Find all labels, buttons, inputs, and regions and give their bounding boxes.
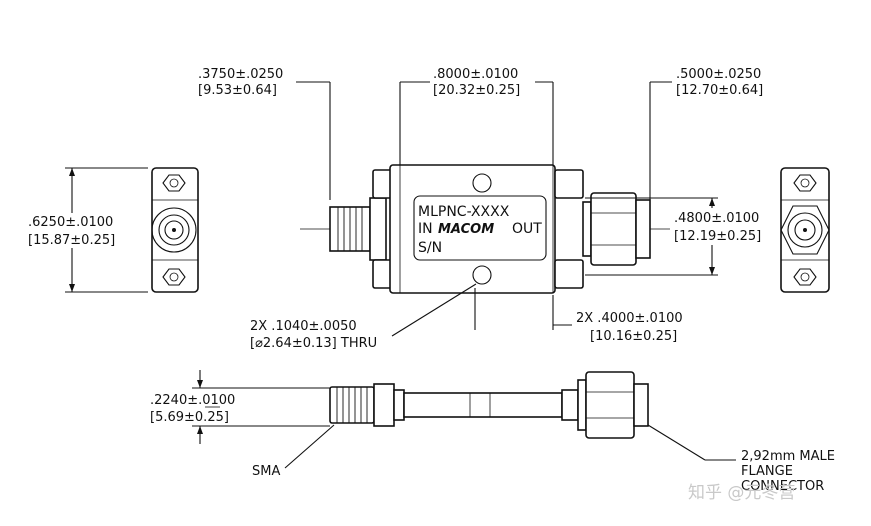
dim-connector-in-length-mm: [9.53±0.64] xyxy=(198,83,277,98)
dim-body-length-mm: [20.32±0.25] xyxy=(433,83,520,98)
dim-hole-spacing-inch: 2X .4000±.0100 xyxy=(576,311,683,326)
dim-hole-spacing-mm: [10.16±0.25] xyxy=(590,329,677,344)
hole-leader xyxy=(391,283,477,337)
hole-spacing-lines xyxy=(474,288,572,330)
dim-right-height-inch: .4800±.0100 xyxy=(674,211,759,226)
callout-sma: SMA xyxy=(252,464,280,479)
male-connector-leader xyxy=(647,424,736,461)
watermark: 知乎 @元冬营 xyxy=(688,483,795,503)
callout-male-line1: 2,92mm MALE xyxy=(741,449,835,464)
dim-connector-out-length-mm: [12.70±0.64] xyxy=(676,83,763,98)
dim-side-height-inch: .2240±.0100 xyxy=(150,393,235,408)
dim-body-length-inch: .8000±.0100 xyxy=(433,67,518,82)
side-height-dimension-lines xyxy=(192,370,330,444)
label-part-number: MLPNC-XXXX xyxy=(418,204,510,220)
top-dimension-lines xyxy=(296,81,672,200)
dim-left-height-inch: .6250±.0100 xyxy=(28,215,113,230)
dim-right-height-mm: [12.19±0.25] xyxy=(674,229,761,244)
side-view xyxy=(205,371,649,439)
left-end-view xyxy=(151,167,199,293)
note-hole-inch: 2X .1040±.0050 xyxy=(250,319,357,334)
callout-male-line3: CONNECTOR xyxy=(741,479,824,494)
right-height-dimension-lines xyxy=(585,197,718,276)
logo-macom: MACOM xyxy=(438,222,494,237)
dim-left-height-mm: [15.87±0.25] xyxy=(28,233,115,248)
note-hole-mm: [⌀2.64±0.13] THRU xyxy=(250,336,377,351)
dim-connector-out-length-inch: .5000±.0250 xyxy=(676,67,761,82)
top-view xyxy=(300,164,670,294)
label-in: IN xyxy=(418,221,433,237)
callout-male-line2: FLANGE xyxy=(741,464,793,479)
dim-side-height-mm: [5.69±0.25] xyxy=(150,410,229,425)
label-serial: S/N xyxy=(418,240,442,256)
label-out: OUT xyxy=(512,221,542,237)
left-height-dimension-lines xyxy=(65,167,148,293)
dim-connector-in-length-inch: .3750±.0250 xyxy=(198,67,283,82)
sma-leader xyxy=(284,424,335,469)
right-end-view xyxy=(780,167,830,293)
